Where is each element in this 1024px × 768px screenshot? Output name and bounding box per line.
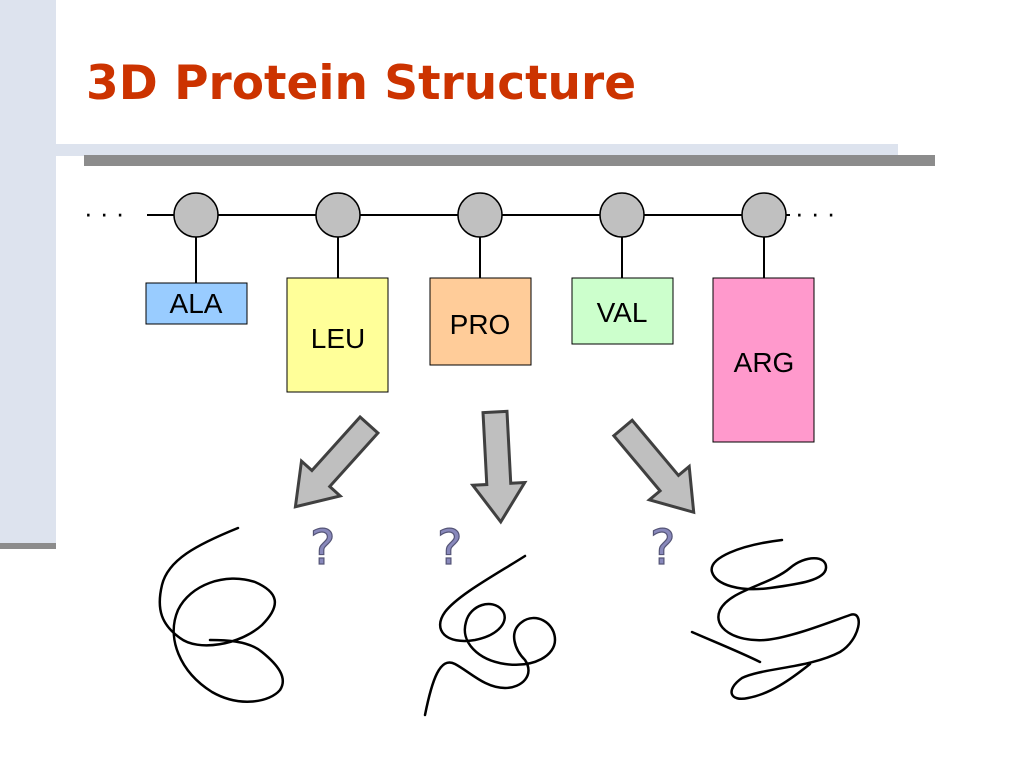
folded-chain-right (690, 538, 860, 701)
ellipsis-right: · · · (795, 198, 835, 228)
residue-label: PRO (450, 309, 511, 340)
residue-val: VAL (571, 192, 674, 345)
left-accent-rule (0, 543, 56, 549)
residue-box (145, 282, 248, 325)
backbone-node (741, 192, 787, 238)
folded-chain-middle (423, 554, 557, 717)
residue-box (286, 277, 389, 393)
residue-pro: PRO (429, 192, 532, 366)
slide-title: 3D Protein Structure (86, 56, 637, 111)
residue-label: ALA (170, 288, 223, 319)
backbone-node (315, 192, 361, 238)
residue-arg: ARG (712, 192, 815, 443)
left-accent-bar (0, 0, 56, 548)
residue-box (712, 277, 815, 443)
residue-ala: ALA (145, 192, 248, 325)
fold-arrow-middle (469, 409, 528, 525)
question-mark: ? (437, 520, 462, 576)
fold-arrow-right (611, 418, 696, 515)
residue-box (429, 277, 532, 366)
residue-label: ARG (734, 347, 795, 378)
fold-arrow-left (293, 414, 381, 509)
title-band (56, 144, 898, 156)
question-mark: ? (310, 520, 335, 576)
residue-leu: LEU (286, 192, 389, 393)
backbone-node (457, 192, 503, 238)
folded-chain-left (158, 526, 285, 703)
residue-label: VAL (597, 297, 648, 328)
ellipsis-left: · · · (84, 198, 124, 228)
backbone-node (599, 192, 645, 238)
question-mark: ? (650, 520, 675, 576)
backbone-node (173, 192, 219, 238)
residue-box (571, 277, 674, 345)
title-rule (84, 155, 935, 166)
residue-label: LEU (311, 323, 365, 354)
